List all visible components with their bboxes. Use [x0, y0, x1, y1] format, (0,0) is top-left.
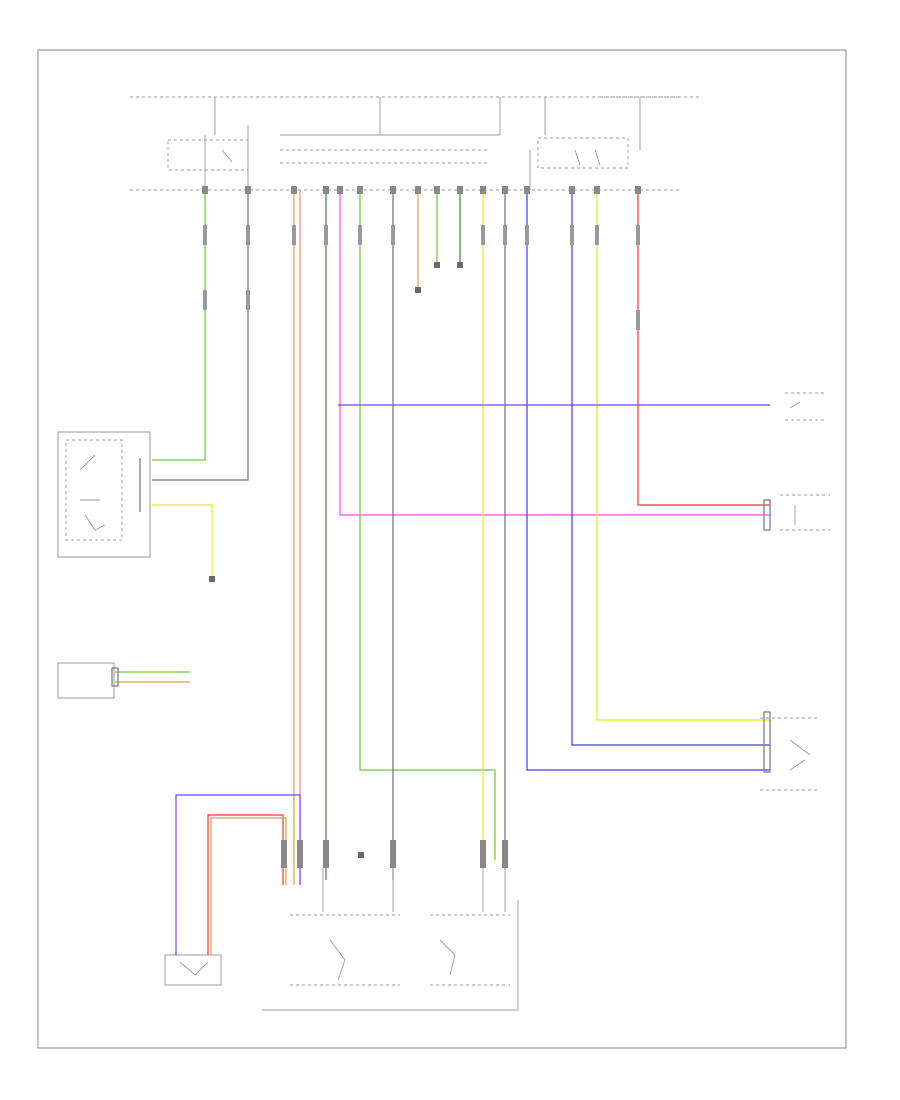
fuse-block-connectors [202, 186, 641, 194]
relay-switch-right [529, 137, 629, 190]
diagram-frame [37, 49, 847, 1049]
motor-bottom-left [164, 954, 222, 986]
door-switch-right [763, 494, 830, 531]
tail-lamp-switch [57, 431, 151, 558]
passenger-switch-bottom-right [760, 711, 820, 791]
instrument-cluster [57, 662, 119, 699]
fuse-stubs [214, 97, 641, 164]
ground-symbols [209, 262, 463, 858]
lower-connectors [281, 840, 508, 868]
mirror-switch-right [785, 392, 825, 421]
front-window-switch [262, 868, 519, 1011]
harness-wires [115, 190, 770, 955]
relay-switch-left [167, 125, 249, 190]
wire-tags [203, 225, 640, 330]
